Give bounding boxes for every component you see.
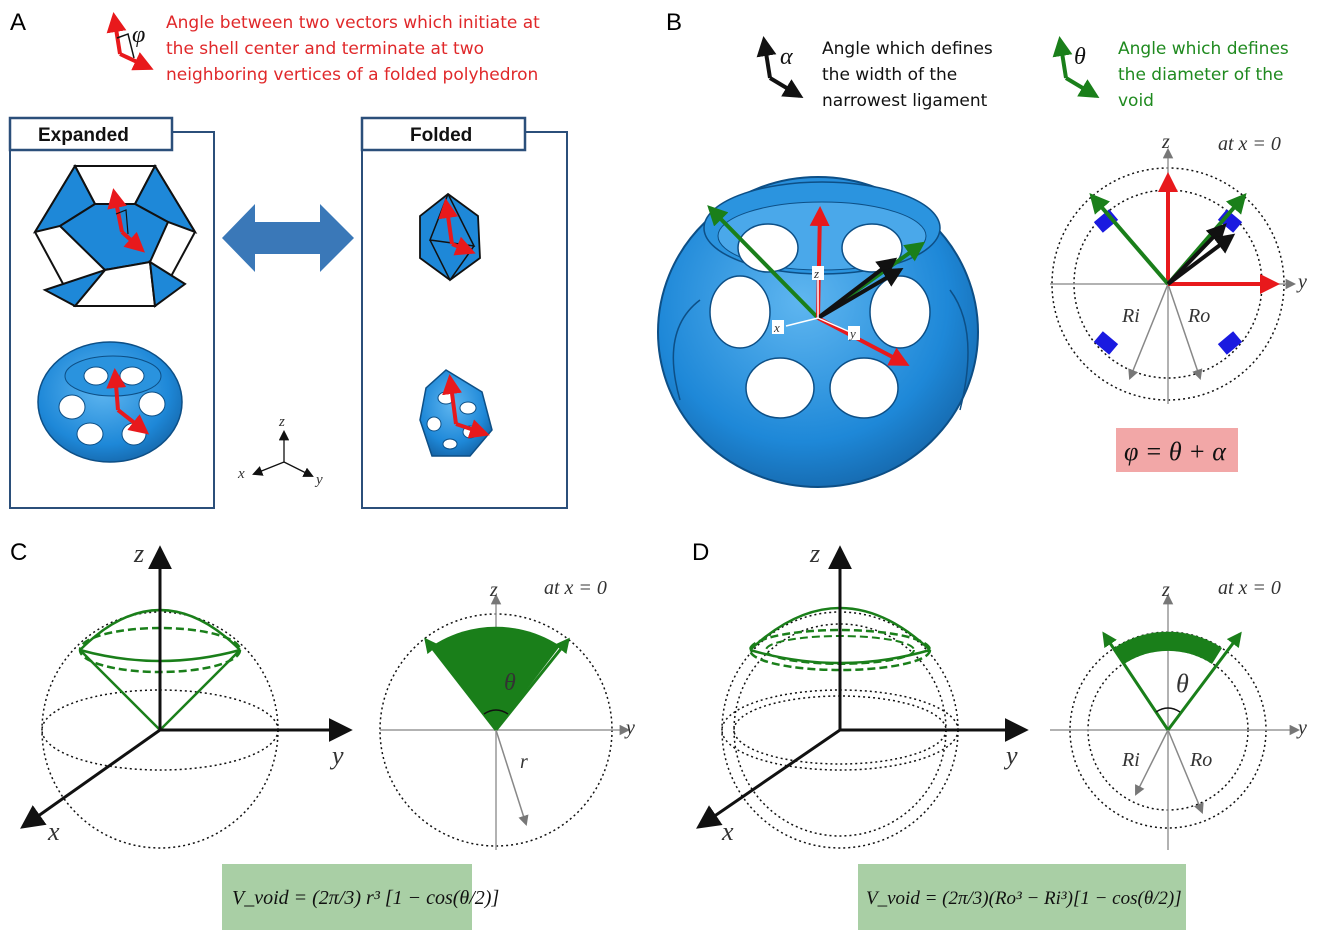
folded-phi-arrows <box>438 198 476 256</box>
phi-symbol: φ <box>132 22 145 48</box>
b-section-diagram <box>1050 147 1297 404</box>
d-ro-label: Ro <box>1189 749 1212 771</box>
d-3d-sphere-diagram <box>696 545 1029 849</box>
phi-note-line-2: the shell center and terminate at two <box>166 39 484 59</box>
triad-z: z <box>278 414 285 430</box>
c-section-diagram <box>379 593 631 850</box>
b-axis-y: y <box>1296 271 1307 293</box>
b-formula-box <box>1116 428 1238 472</box>
b-at-label: at x = 0 <box>1218 133 1281 155</box>
phi-legend-icon <box>106 12 154 71</box>
panel-d-letter: D <box>692 539 709 566</box>
d-at-label: at x = 0 <box>1218 577 1281 599</box>
folded-shell-phi-arrows <box>442 374 490 439</box>
alpha-note-line-2: the width of the <box>822 65 957 85</box>
c-formula: V_void = (2π/3) r³ [1 − cos(θ/2)] <box>232 887 499 909</box>
expanded-shell-phi-arrows <box>106 368 150 435</box>
c-theta-label: θ <box>504 670 516 696</box>
triad-x: x <box>237 466 245 482</box>
d-section-diagram <box>1050 593 1301 850</box>
alpha-note-line-1: Angle which defines <box>822 39 993 59</box>
d-formula-box <box>858 864 1186 930</box>
d-3d-axis-y: y <box>1003 741 1018 770</box>
large-shell-vectors <box>707 205 926 366</box>
theta-symbol: θ <box>1074 44 1086 70</box>
c-axis-y: y <box>624 717 635 739</box>
b-axis-z: z <box>1161 131 1170 153</box>
theta-note-line-1: Angle which defines <box>1118 39 1289 59</box>
theta-legend-icon <box>1052 36 1100 99</box>
theta-note-line-3: void <box>1118 91 1154 111</box>
b-ri-label: Ri <box>1121 305 1140 327</box>
c-3d-axis-y: y <box>329 741 344 770</box>
alpha-note-line-3: narrowest ligament <box>822 91 988 111</box>
panel-b-letter: B <box>666 9 682 36</box>
c-at-label: at x = 0 <box>544 577 607 599</box>
b-formula: φ = θ + α <box>1124 437 1227 466</box>
folded-box <box>360 116 568 509</box>
alpha-legend-icon <box>756 36 804 99</box>
model-axis-y: y <box>848 326 856 341</box>
axis-triad <box>252 429 314 477</box>
b-ro-label: Ro <box>1187 305 1210 327</box>
d-theta-label: θ <box>1176 669 1189 698</box>
c-formula-box <box>222 864 472 930</box>
panel-c-letter: C <box>10 539 27 566</box>
c-3d-axis-z: z <box>133 539 144 568</box>
c-axis-z: z <box>489 579 498 601</box>
folded-label: Folded <box>410 125 472 146</box>
expanded-label: Expanded <box>38 125 129 146</box>
expanded-polyhedron <box>32 163 198 308</box>
d-3d-axis-z: z <box>809 539 820 568</box>
model-axis-z: z <box>813 266 819 281</box>
phi-note-line-1: Angle between two vectors which initiate… <box>166 13 540 33</box>
triad-y: y <box>314 472 323 488</box>
d-formula: V_void = (2π/3)(Ro³ − Ri³)[1 − cos(θ/2)] <box>866 888 1182 909</box>
panel-a-letter: A <box>10 9 26 36</box>
c-3d-axis-x: x <box>47 817 60 846</box>
large-shell-model <box>657 176 979 488</box>
model-axis-x: x <box>773 320 780 335</box>
expanded-phi-arrows <box>107 188 145 253</box>
d-axis-z: z <box>1161 579 1170 601</box>
d-axis-y: y <box>1296 717 1307 739</box>
c-r-label: r <box>520 751 528 773</box>
expanded-box <box>8 116 215 509</box>
alpha-symbol: α <box>780 44 793 70</box>
expanded-shell <box>37 341 183 463</box>
d-3d-axis-x: x <box>721 817 734 846</box>
theta-note-line-2: the diameter of the <box>1118 65 1283 85</box>
expand-fold-double-arrow <box>222 204 354 272</box>
d-ri-label: Ri <box>1121 749 1140 771</box>
phi-note-line-3: neighboring vertices of a folded polyhed… <box>166 65 538 85</box>
c-3d-sphere-diagram <box>20 545 353 849</box>
